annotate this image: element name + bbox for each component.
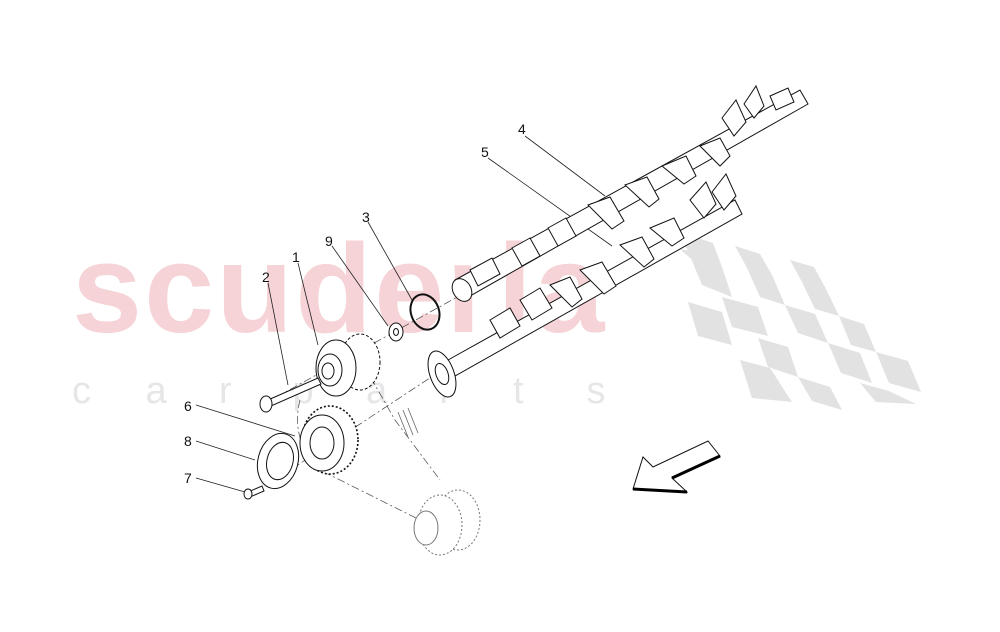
leader-lines (195, 135, 613, 493)
callout-2[interactable]: 2 (262, 269, 270, 285)
callout-5[interactable]: 5 (481, 144, 489, 160)
sprocket-part-6 (299, 405, 359, 475)
cam-variator-part-1 (315, 333, 381, 397)
watermark-letter: c (72, 370, 91, 412)
callout-7[interactable]: 7 (184, 470, 192, 486)
o-ring-part-3 (409, 293, 441, 331)
camshaft-flange (427, 350, 457, 398)
callout-4[interactable]: 4 (518, 121, 526, 137)
bolt-part-2 (259, 377, 322, 413)
watermark-letter: s (586, 370, 606, 412)
screw-part-7 (243, 485, 265, 500)
watermark-letter: a (145, 370, 167, 412)
assembly-axes (261, 289, 471, 521)
checkered-flag-watermark (680, 232, 921, 410)
washer-part-9 (388, 322, 404, 342)
callout-9[interactable]: 9 (325, 233, 333, 249)
callout-1[interactable]: 1 (292, 249, 300, 265)
plate-part-8 (256, 432, 300, 490)
callout-8[interactable]: 8 (184, 433, 192, 449)
callout-3[interactable]: 3 (362, 209, 370, 225)
callout-6[interactable]: 6 (184, 398, 192, 414)
front-direction-arrow (632, 440, 721, 494)
watermark-letter: r (219, 370, 232, 412)
camshaft-upper (451, 84, 809, 302)
watermark-letter: t (513, 370, 524, 412)
timing-chain (397, 407, 419, 438)
crankshaft-gear (413, 489, 481, 556)
